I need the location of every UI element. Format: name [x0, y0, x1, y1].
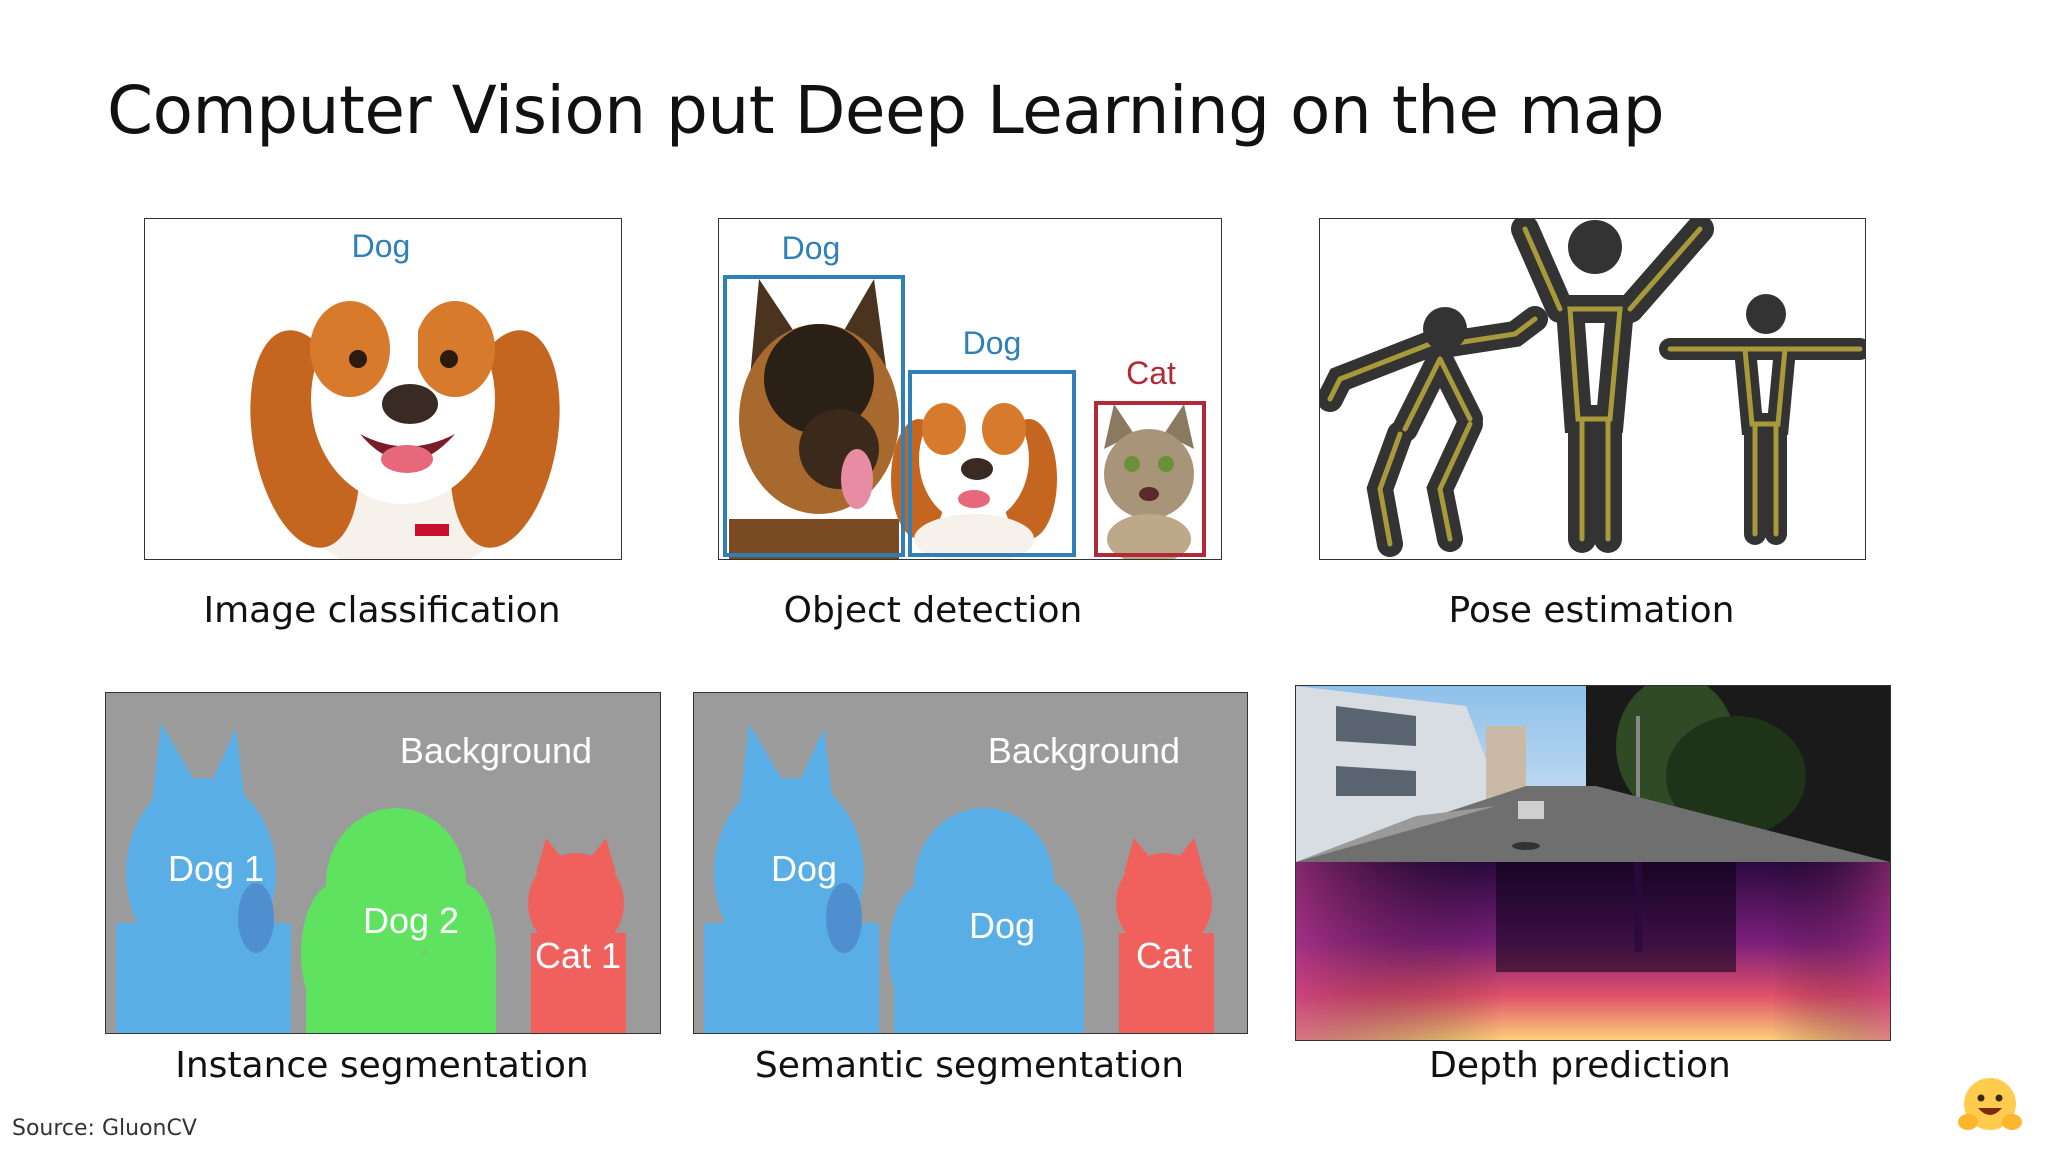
pose-estimation-illustration [1320, 219, 1865, 559]
segmentation-label: Cat 1 [535, 935, 621, 976]
segmentation-label: Dog 1 [168, 848, 264, 889]
source-credit: Source: GluonCV [12, 1116, 197, 1141]
semantic-segmentation-panel: Background Dog Dog Cat [693, 692, 1248, 1034]
detection-label: Cat [1126, 355, 1176, 391]
segmentation-label: Dog [771, 848, 837, 889]
semantic-segmentation-caption: Semantic segmentation [754, 1045, 1185, 1086]
segmentation-label: Dog 2 [363, 900, 459, 941]
image-classification-illustration: Dog [145, 219, 621, 559]
dog-2-mask [301, 808, 496, 1033]
object-detection-panel: Dog Dog Cat [718, 218, 1222, 560]
segmentation-label: Cat [1136, 935, 1192, 976]
hugging-face-mascot-icon [1958, 1078, 2022, 1130]
image-classification-caption: Image classification [203, 590, 561, 631]
detection-label: Dog [963, 325, 1022, 361]
object-detection-illustration: Dog Dog Cat [719, 219, 1221, 559]
image-classification-panel: Dog [144, 218, 622, 560]
cat-icon [1104, 404, 1194, 559]
semantic-segmentation-illustration: Background Dog Dog Cat [694, 693, 1247, 1033]
street-photo [1296, 686, 1890, 862]
dog-bounding-box [908, 370, 1076, 557]
stick-figure-icon [1659, 294, 1865, 545]
instance-segmentation-illustration: Background Dog 1 Dog 2 Cat 1 [106, 693, 660, 1033]
cat-1-mask [528, 838, 626, 1033]
depth-prediction-panel [1295, 685, 1891, 1041]
pose-estimation-panel [1319, 218, 1866, 560]
classification-label: Dog [352, 228, 411, 264]
spaniel-dog-icon [250, 294, 560, 559]
stick-figure-icon [1320, 306, 1548, 557]
detection-label: Dog [782, 230, 841, 266]
instance-segmentation-panel: Background Dog 1 Dog 2 Cat 1 [105, 692, 661, 1034]
object-detection-caption: Object detection [783, 590, 1083, 631]
depth-prediction-illustration [1296, 686, 1890, 1040]
pose-estimation-caption: Pose estimation [1448, 590, 1735, 631]
depth-prediction-caption: Depth prediction [1429, 1045, 1731, 1086]
segmentation-label: Dog [969, 905, 1035, 946]
cat-bounding-box [1094, 401, 1206, 557]
slide-title: Computer Vision put Deep Learning on the… [107, 72, 1665, 149]
segmentation-label: Background [988, 730, 1180, 771]
stick-figure-icon [1511, 219, 1714, 553]
depth-map [1296, 862, 1890, 1040]
dog-bounding-box [723, 275, 905, 557]
segmentation-label: Background [400, 730, 592, 771]
shepherd-dog-icon [729, 279, 899, 559]
spaniel-dog-small-icon [891, 394, 1057, 559]
cat-mask [1116, 838, 1214, 1033]
instance-segmentation-caption: Instance segmentation [175, 1045, 589, 1086]
